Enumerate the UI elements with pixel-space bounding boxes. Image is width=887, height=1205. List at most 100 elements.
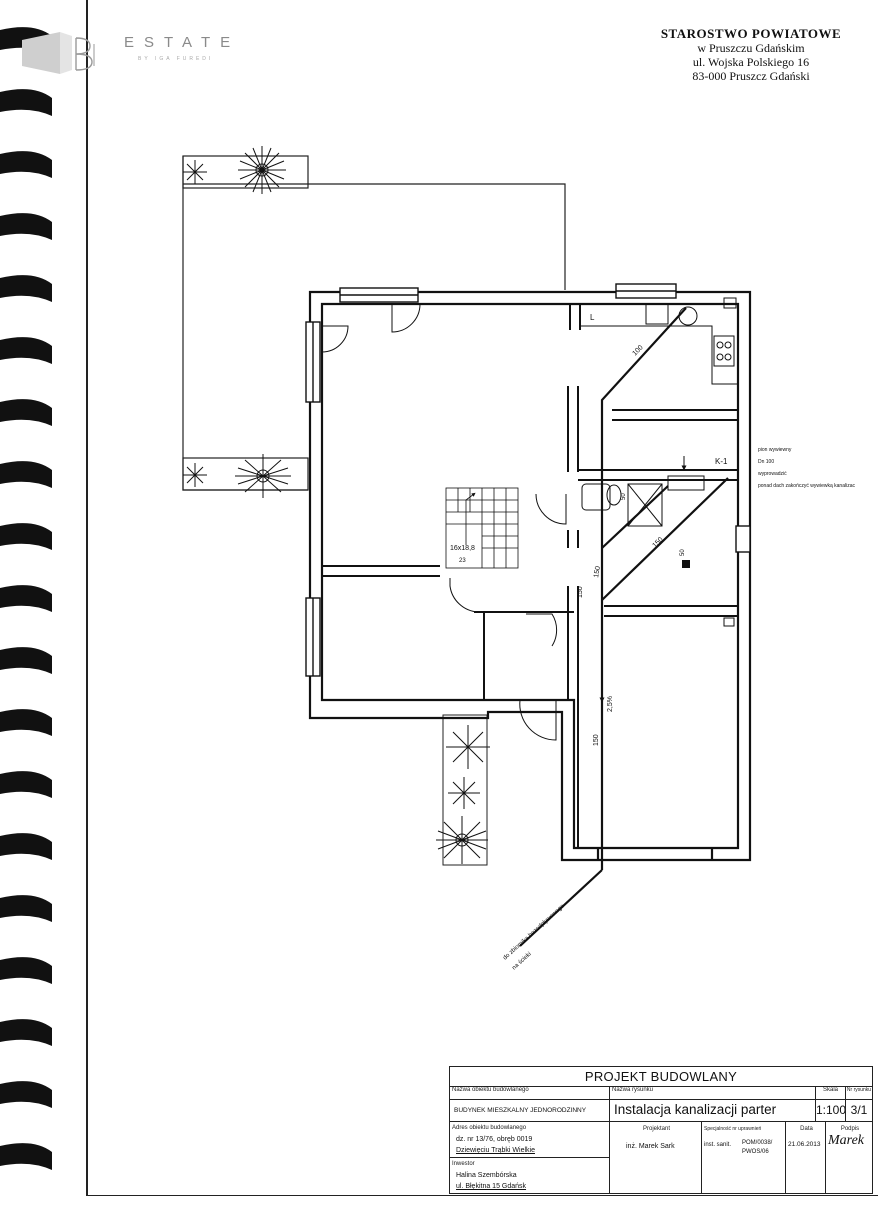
investor-address: ul. Błękitna 15 Gdańsk bbox=[456, 1183, 527, 1190]
drawing-name: Instalacja kanalizacji parter bbox=[614, 1102, 777, 1117]
building-name-cell: BUDYNEK MIESZKALNY JEDNORODZINNY bbox=[450, 1100, 610, 1122]
building-name-label-cell: Nazwa obiektu budowlanego bbox=[450, 1086, 610, 1100]
kitchen-fixtures bbox=[579, 297, 738, 385]
authority-line-3: 83-000 Pruszcz Gdański bbox=[692, 69, 810, 83]
boiler-icon bbox=[667, 475, 705, 491]
kitchen-label: L bbox=[590, 313, 595, 322]
speciality-label: Specjalność nr uprawnień bbox=[704, 1126, 762, 1132]
planter-outline bbox=[442, 714, 488, 866]
binding-ring bbox=[0, 771, 52, 798]
estate-logo: ESTATE BY IGA FUREDI bbox=[14, 26, 244, 80]
building-name: BUDYNEK MIESZKALNY JEDNORODZINNY bbox=[454, 1107, 587, 1114]
binding-ring bbox=[0, 1081, 52, 1108]
investor-cell: Inwestor Halina Szembórska ul. Błękitna … bbox=[450, 1158, 610, 1193]
floor-plan-drawing: 16x18,8 23 L 100 150 150 150 150 2,5% 50… bbox=[182, 146, 855, 971]
cleanout-icon bbox=[682, 560, 690, 568]
title-block: PROJEKT BUDOWLANY Nazwa obiektu budowlan… bbox=[449, 1066, 873, 1194]
bathroom-fixtures bbox=[581, 475, 735, 627]
pipe-label: 50 bbox=[680, 549, 686, 556]
binding-rings-graphic bbox=[0, 27, 52, 1170]
pipe-label: 150 bbox=[651, 536, 664, 549]
sewer-note-line: na ścieki bbox=[511, 951, 532, 971]
scale-label-cell: Skala bbox=[816, 1086, 846, 1100]
drawing-name-label: Nazwa rysunku bbox=[612, 1087, 654, 1093]
sheet-cell: 3/1 bbox=[846, 1100, 872, 1122]
binding-ring bbox=[0, 647, 52, 674]
permit-number-line-1: POM/0038/ bbox=[742, 1140, 773, 1146]
shrub-icon bbox=[238, 146, 286, 194]
scale-value: 1:100 bbox=[816, 1103, 846, 1117]
shrub-icon bbox=[436, 816, 488, 864]
shrub-icon bbox=[183, 160, 207, 184]
riser-note-line: ponad dach zakończyć wywiewką kanalizac bbox=[758, 483, 855, 489]
shrub-symbols bbox=[183, 146, 490, 864]
windows bbox=[305, 283, 751, 677]
exterior-walls bbox=[308, 290, 752, 862]
shrub-icon bbox=[235, 454, 291, 498]
binding-ring bbox=[0, 399, 52, 426]
address-line-1: dz. nr 13/76, obręb 0019 bbox=[456, 1136, 533, 1143]
designer-name: inż. Marek Sark bbox=[626, 1143, 675, 1150]
binding-ring bbox=[0, 213, 52, 240]
door-swings bbox=[321, 303, 567, 741]
binding-ring bbox=[0, 1019, 52, 1046]
sink-icon bbox=[678, 306, 698, 326]
drawing-sheet-border bbox=[86, 0, 878, 1196]
authority-title: STAROSTWO POWIATOWE bbox=[660, 26, 842, 41]
riser-note: pion wywiewny Dn 100 wyprowadzić ponad d… bbox=[758, 447, 855, 489]
binding-ring bbox=[0, 895, 52, 922]
designer-cell: Projektant inż. Marek Sark bbox=[610, 1122, 702, 1193]
authority-line-1: w Pruszczu Gdańskim bbox=[697, 41, 805, 55]
permit-number: POM/0038/ PWOS/06 bbox=[742, 1139, 772, 1157]
binding-ring bbox=[0, 151, 52, 178]
shower-tray-icon bbox=[627, 483, 663, 527]
binding-ring bbox=[0, 337, 52, 364]
staircase bbox=[445, 487, 519, 569]
authority-line-2: ul. Wojska Polskiego 16 bbox=[692, 55, 810, 69]
date-cell: Data 21.06.2013 bbox=[786, 1122, 826, 1193]
pipe-label: 150 bbox=[593, 734, 600, 746]
authority-stamp: STAROSTWO POWIATOWE w Pruszczu Gdańskim … bbox=[651, 26, 851, 84]
binding-ring bbox=[0, 275, 52, 302]
date-label: Data bbox=[800, 1126, 813, 1132]
riser-note-line: Dn 100 bbox=[758, 459, 774, 465]
shrub-icon bbox=[183, 463, 207, 487]
drawing-name-label-cell: Nazwa rysunku bbox=[610, 1086, 816, 1100]
investor-name: Halina Szembórska bbox=[456, 1172, 517, 1179]
terrace-outline bbox=[182, 155, 566, 491]
sewer-note: do zbiornika bezodpływowego na ścieki bbox=[502, 903, 566, 971]
sewer-pipes bbox=[519, 307, 729, 947]
interior-walls bbox=[322, 304, 738, 848]
investor-label: Inwestor bbox=[452, 1161, 475, 1167]
spiral-binding bbox=[0, 0, 58, 1200]
speciality-cell: Specjalność nr uprawnień inst. sanit. PO… bbox=[702, 1122, 786, 1193]
speciality-value: inst. sanit. bbox=[704, 1142, 732, 1148]
title-block-header: PROJEKT BUDOWLANY bbox=[450, 1067, 872, 1087]
stair-label-2: 23 bbox=[459, 558, 466, 564]
riser-label: K-1 bbox=[715, 457, 728, 466]
permit-number-line-2: PWOS/06 bbox=[742, 1149, 769, 1155]
designer-role-label: Projektant bbox=[642, 1126, 670, 1132]
pipe-label: 2,5% bbox=[607, 696, 614, 712]
sewer-note-line: do zbiornika bezodpływowego bbox=[502, 903, 566, 961]
pipe-label: 150 bbox=[593, 566, 602, 579]
signature: Marek bbox=[828, 1133, 865, 1148]
stair-label: 16x18,8 bbox=[450, 545, 475, 552]
sheet-value: 3/1 bbox=[850, 1103, 868, 1117]
logo-mark-icon bbox=[22, 32, 95, 74]
binding-ring bbox=[0, 523, 52, 550]
binding-ring bbox=[0, 89, 52, 116]
cooktop-icon bbox=[713, 335, 735, 367]
logo-wordmark: ESTATE bbox=[124, 34, 241, 51]
sheet-label: Nr rysunku bbox=[846, 1087, 872, 1093]
logo-tagline: BY IGA FUREDI bbox=[138, 56, 214, 62]
washbasin-icon bbox=[581, 483, 611, 511]
scale-cell: 1:100 bbox=[816, 1100, 846, 1122]
shrub-icon bbox=[448, 777, 480, 809]
address-label: Adres obiektu budowlanego bbox=[452, 1125, 527, 1131]
riser-note-line: wyprowadzić bbox=[758, 471, 787, 477]
shrub-icon bbox=[446, 725, 490, 769]
signature-label: Podpis bbox=[840, 1126, 860, 1132]
toilet-icon bbox=[606, 484, 622, 506]
binding-ring bbox=[0, 585, 52, 612]
